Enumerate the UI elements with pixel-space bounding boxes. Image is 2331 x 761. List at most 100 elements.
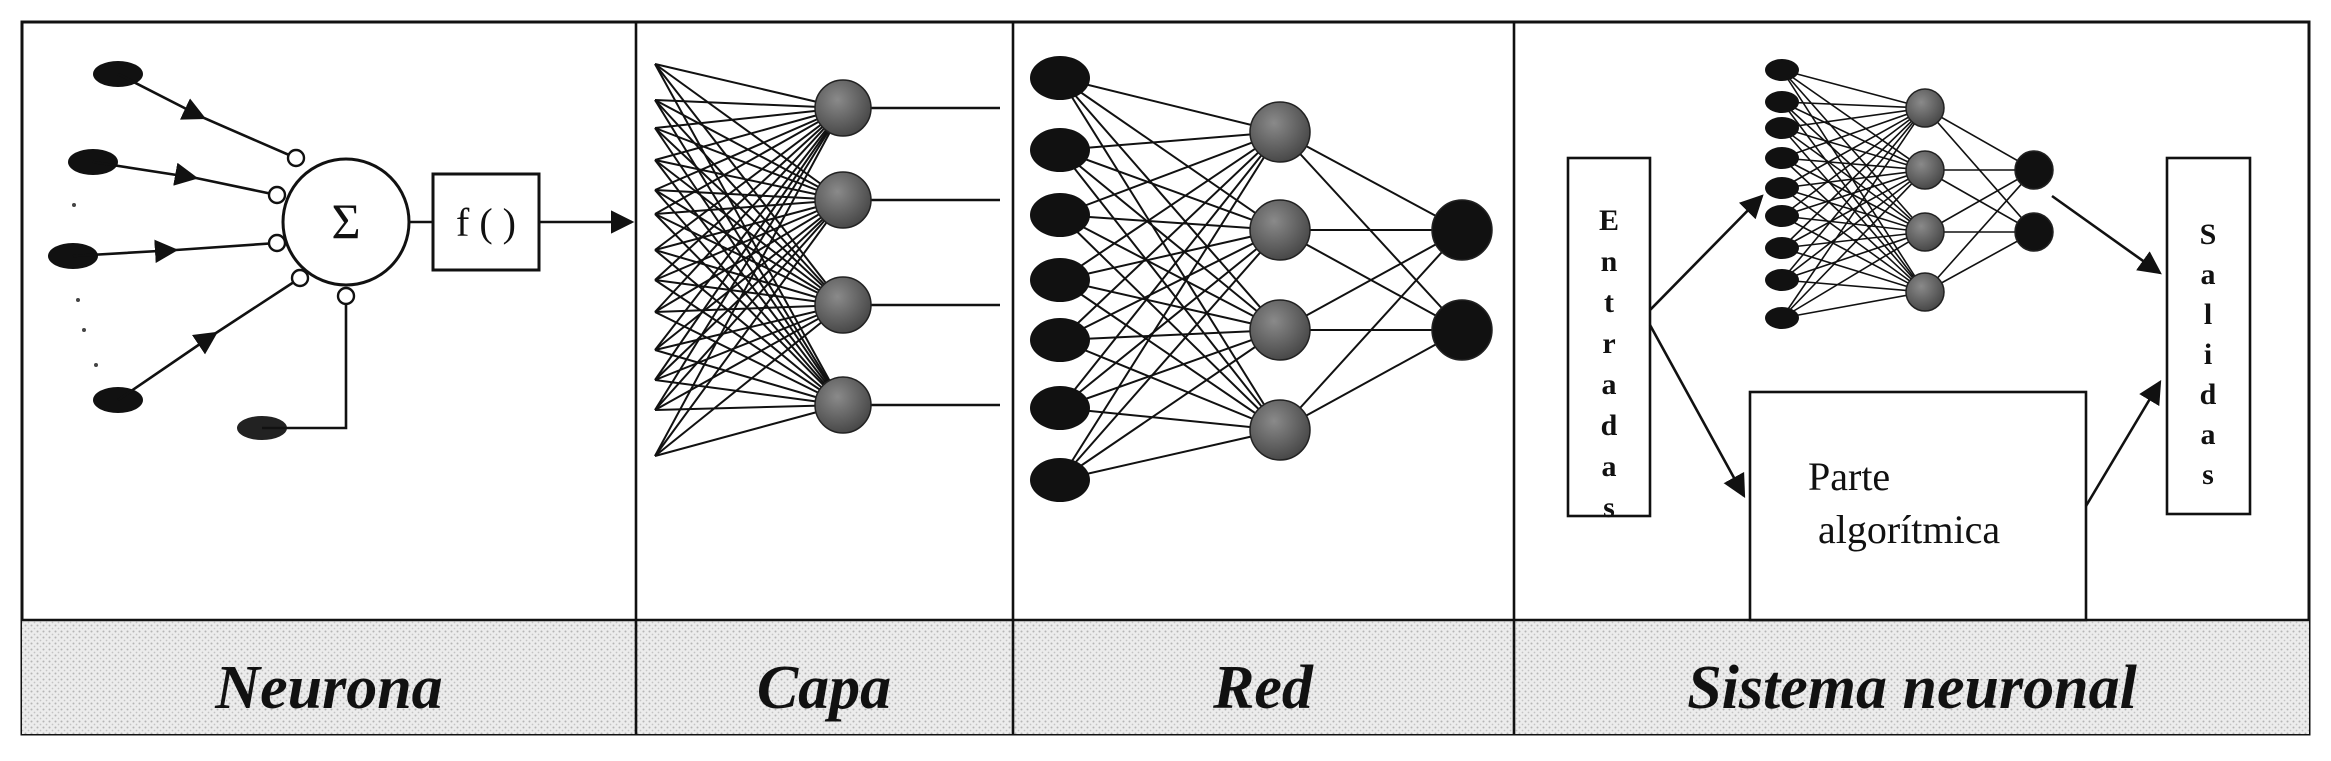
weight-connection (117, 72, 297, 160)
network-connection (1059, 149, 1281, 231)
layer-connection (654, 107, 844, 191)
network-connection (1059, 214, 1281, 331)
system-connection (1781, 107, 1926, 249)
system-connection (1781, 69, 1926, 171)
network-connection (1059, 329, 1281, 409)
ellipsis-dot (82, 328, 86, 332)
network-input-node (1030, 193, 1090, 237)
network-input-node (1030, 56, 1090, 100)
network-output-node (1431, 299, 1493, 361)
system-connection (1781, 127, 1926, 171)
system-hidden-node (1905, 272, 1945, 312)
network-connection (1059, 131, 1281, 151)
algorithmic-label-line1: Parte (1808, 454, 1890, 499)
layer-connection (654, 107, 844, 381)
system-connection (1924, 231, 2035, 293)
network-connection (1059, 339, 1281, 431)
network-panel (1030, 56, 1493, 502)
sum-symbol: Σ (331, 193, 360, 249)
synapse-circle (267, 185, 287, 205)
inputs-letter: s (1603, 491, 1615, 524)
layer-panel (654, 63, 1000, 457)
bias-connection (262, 298, 348, 430)
system-connection (1781, 169, 1926, 281)
weight-connection (92, 160, 278, 197)
system-connection (1781, 169, 1926, 249)
function-label: f ( ) (456, 200, 516, 245)
inputs-letter: t (1604, 286, 1614, 319)
algorithmic-label-line2: algorítmica (1818, 507, 2000, 552)
system-connection (1924, 169, 2035, 233)
layer-connection (654, 304, 844, 381)
layer-connection (654, 199, 844, 351)
network-connection (1059, 131, 1281, 216)
network-hidden-node (1249, 399, 1311, 461)
inputs-letter: n (1601, 245, 1618, 278)
network-connection (1059, 77, 1281, 331)
layer-neuron (814, 376, 872, 434)
system-connection (1781, 157, 1926, 171)
network-connection (1059, 229, 1281, 409)
outputs-letter: s (2202, 458, 2214, 491)
network-input-node (1030, 318, 1090, 362)
system-connection (1781, 69, 1926, 293)
system-connection (1781, 107, 1926, 129)
system-input-node (1765, 237, 1799, 259)
layer-connection (654, 199, 844, 313)
network-connection (1279, 229, 1463, 331)
caption-band (22, 620, 2309, 734)
ellipsis-dot (72, 203, 76, 207)
activation-function-box (431, 172, 541, 272)
outputs-letter: l (2204, 298, 2212, 331)
network-input-node (1030, 258, 1090, 302)
system-input-node (1765, 91, 1799, 113)
system-input-node (1765, 117, 1799, 139)
network-hidden-node (1249, 199, 1311, 261)
layer-connection (654, 379, 844, 406)
system-connection (1781, 107, 1926, 159)
inputs-letter: E (1599, 204, 1619, 237)
layer-connection (654, 107, 844, 281)
outputs-box (2165, 156, 2252, 516)
layer-connection (654, 63, 844, 406)
system-output-node (2014, 150, 2054, 190)
network-hidden-node (1249, 101, 1311, 163)
system-input-node (1765, 269, 1799, 291)
caption-red: Red (1212, 654, 1314, 722)
system-connection (1781, 101, 1926, 109)
network-connection (1279, 229, 1463, 431)
layer-connection (654, 127, 844, 406)
outputs-letter: d (2200, 378, 2217, 411)
network-connection (1059, 214, 1281, 431)
network-connection (1059, 131, 1281, 281)
synapse-circle (267, 233, 287, 253)
network-connection (1059, 429, 1281, 481)
layer-connection (654, 199, 844, 215)
network-connection (1059, 131, 1281, 409)
system-output-node (2014, 212, 2054, 252)
layer-connection (654, 127, 844, 201)
layer-connection (654, 404, 844, 457)
layer-connection (654, 107, 844, 457)
network-connection (1059, 131, 1281, 341)
system-connection (1781, 101, 1926, 293)
inputs-letter: a (1602, 450, 1617, 483)
caption-capa: Capa (757, 654, 891, 722)
layer-connection (654, 107, 844, 161)
layer-connection (654, 99, 844, 109)
inputs-letter: d (1601, 409, 1618, 442)
layer-connection (654, 107, 844, 411)
network-output-node (1431, 199, 1493, 261)
weight-connection (117, 276, 301, 402)
system-connection (1781, 187, 1926, 233)
synapse-circle (336, 286, 356, 306)
system-input-node (1765, 59, 1799, 81)
layer-connection (654, 304, 844, 411)
layer-connection (654, 249, 844, 306)
inputs-letter: r (1602, 327, 1615, 360)
layer-connection (654, 199, 844, 411)
system-connection (1781, 231, 1926, 249)
network-hidden-node (1249, 299, 1311, 361)
